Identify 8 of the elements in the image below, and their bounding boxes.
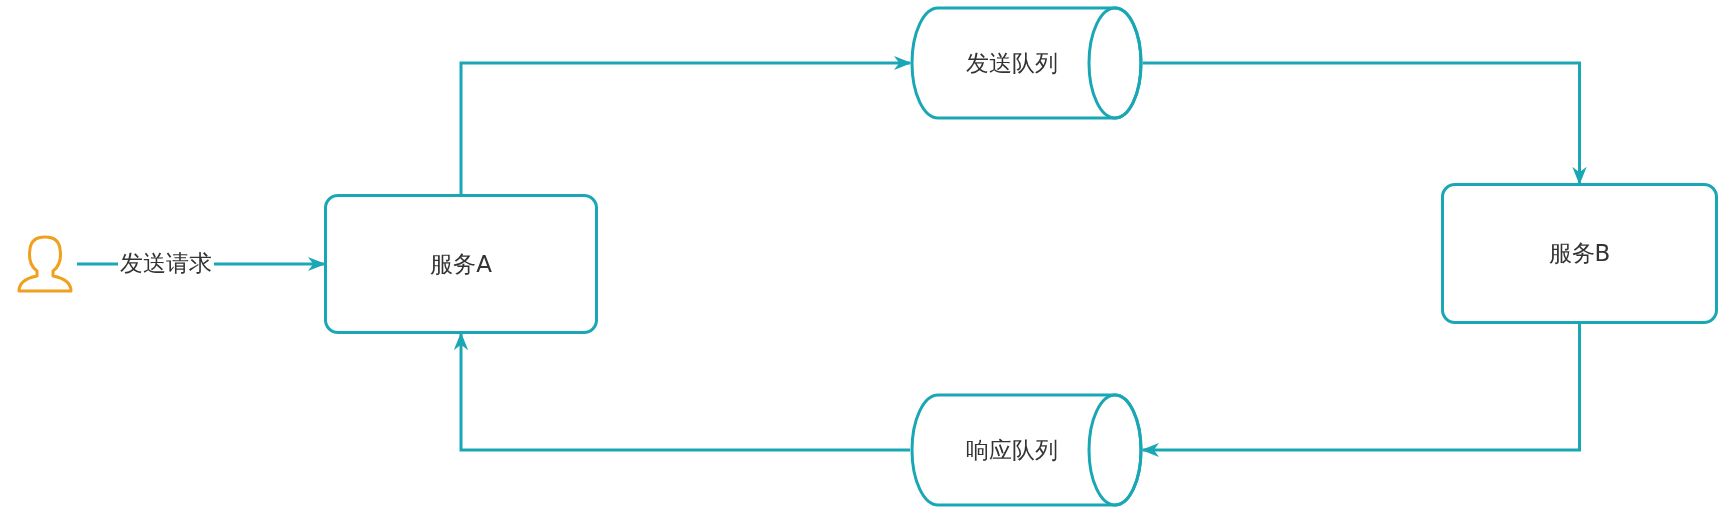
queue-cylinder: 响应队列 bbox=[910, 393, 1143, 507]
process-box: 服务B bbox=[1441, 183, 1718, 324]
arrow bbox=[1141, 324, 1581, 458]
arrow bbox=[459, 55, 912, 194]
arrow bbox=[453, 332, 910, 452]
arrow bbox=[1143, 61, 1587, 185]
process-box: 服务A bbox=[324, 194, 598, 334]
queue-cylinder: 发送队列 bbox=[910, 6, 1143, 120]
